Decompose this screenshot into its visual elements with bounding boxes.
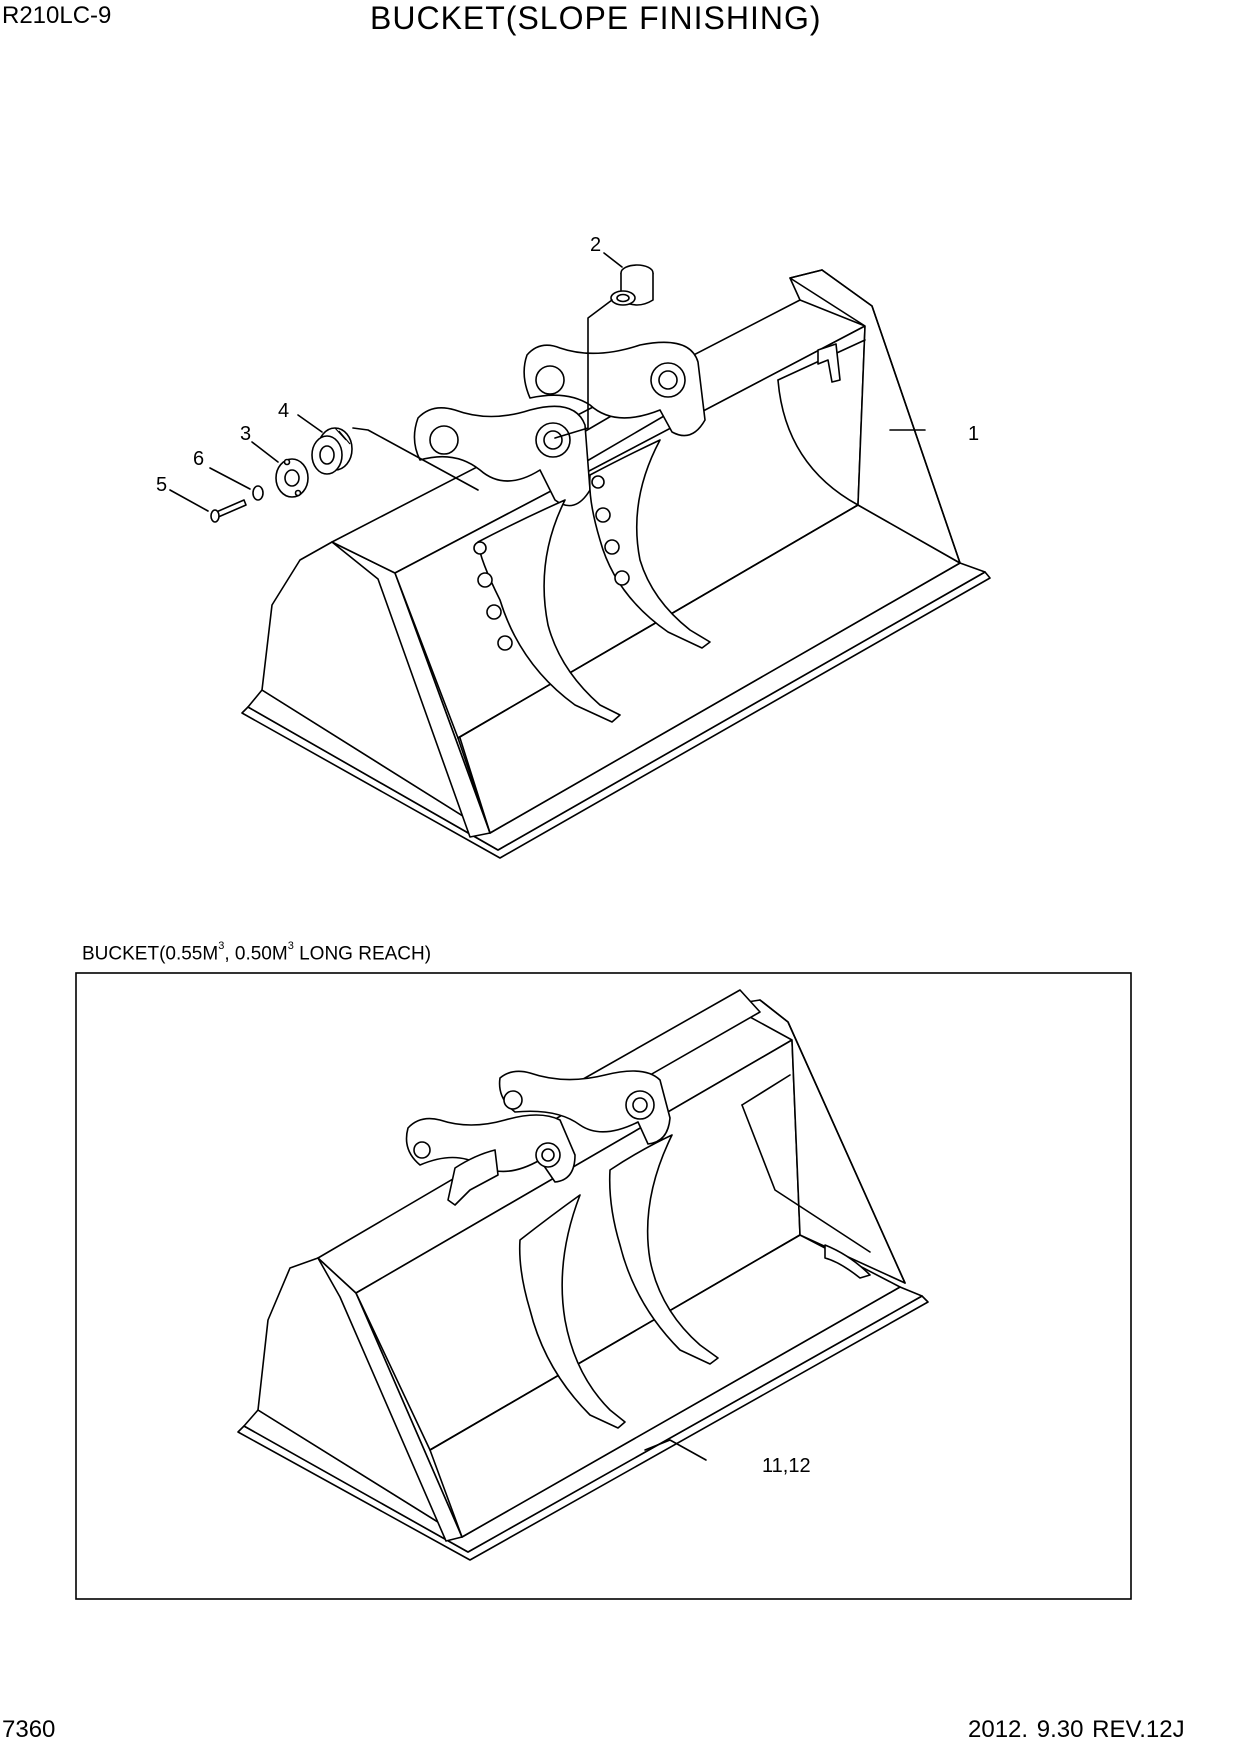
main-bucket-drawing [169,252,991,859]
callout-3: 3 [240,423,251,445]
callout-11-12: 11,12 [762,1455,811,1477]
inset-label-prefix: BUCKET(0.55M [82,943,219,965]
inset-label-mid: , 0.50M [224,943,288,965]
date-revision: 2012. 9.30 REV.12J [968,1716,1185,1743]
inset-bucket-drawing [237,989,929,1561]
inset-label-suffix: LONG REACH) [293,943,432,965]
nut-part-4 [311,427,353,475]
lock-washer-part-6 [252,485,264,501]
callout-2: 2 [590,234,601,256]
model-number: R210LC-9 [2,2,112,29]
page-title: BUCKET(SLOPE FINISHING) [370,0,822,36]
bolt-part-5 [210,499,247,523]
page-number: 7360 [2,1716,56,1743]
right-rib [588,439,711,649]
washer-part-3 [275,458,309,498]
callout-1: 1 [968,423,979,445]
inset-label-sup2: 3 [287,940,294,952]
bushing-part-2 [610,264,654,306]
left-rib [477,499,621,723]
callout-5: 5 [156,474,167,496]
callout-6: 6 [193,448,204,470]
callout-4: 4 [278,400,289,422]
inset-label: BUCKET(0.55M3, 0.50M3 LONG REACH) [82,940,432,965]
inset-frame [75,972,1132,1600]
inset-label-sup1: 3 [218,940,225,952]
